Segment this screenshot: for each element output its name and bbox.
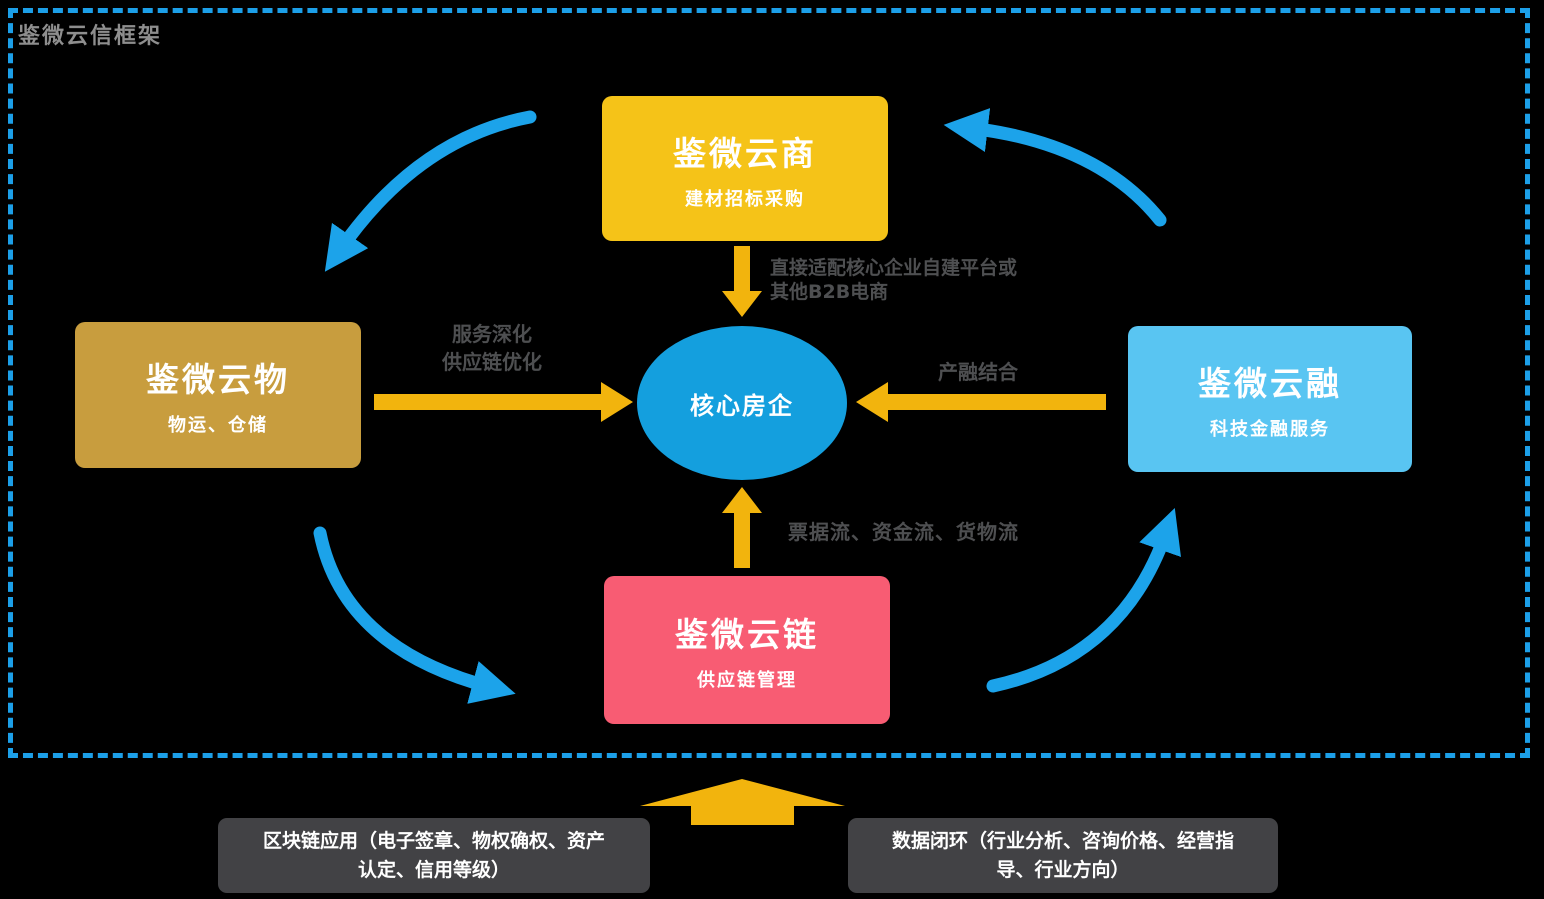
arrow-right-to-core <box>856 382 1106 422</box>
node-cloud-commerce-subtitle: 建材招标采购 <box>685 188 805 210</box>
cycle-arrow-bottom-left <box>313 526 516 704</box>
node-cloud-chain-subtitle: 供应链管理 <box>697 670 797 691</box>
node-cloud-chain-title: 鉴微云链 <box>675 615 819 654</box>
edge-label-top: 直接适配核心企业自建平台或 其他B2B电商 <box>770 257 1018 303</box>
cycle-arrow-top-left <box>324 110 537 272</box>
node-cloud-finance: 鉴微云融 科技金融服务 <box>1128 326 1412 472</box>
bottom-up-block-arrow <box>640 779 845 825</box>
edge-label-right: 产融结合 <box>938 360 1018 384</box>
edge-label-bottom: 票据流、资金流、货物流 <box>788 520 1019 544</box>
node-cloud-logistics-title: 鉴微云物 <box>146 360 290 399</box>
frame-title: 鉴微云信框架 <box>18 24 163 49</box>
cycle-arrow-top-right <box>943 108 1167 227</box>
arrow-top-to-core <box>722 246 762 317</box>
node-cloud-commerce: 鉴微云商 建材招标采购 <box>602 96 888 241</box>
node-core-enterprise: 核心房企 <box>637 326 847 480</box>
node-cloud-finance-title: 鉴微云融 <box>1198 364 1342 403</box>
cycle-arrow-bottom-right <box>986 507 1181 693</box>
node-cloud-logistics-subtitle: 物运、仓储 <box>168 415 268 436</box>
edge-label-left: 服务深化 供应链优化 <box>442 322 542 374</box>
arrow-bottom-to-core <box>722 487 762 568</box>
node-cloud-commerce-title: 鉴微云商 <box>673 133 817 173</box>
node-cloud-logistics: 鉴微云物 物运、仓储 <box>75 322 361 468</box>
note-blockchain: 区块链应用（电子签章、物权确权、资产 认定、信用等级） <box>218 818 650 893</box>
node-cloud-finance-subtitle: 科技金融服务 <box>1210 419 1330 440</box>
node-core-enterprise-title: 核心房企 <box>690 391 794 420</box>
framework-dashed-border <box>8 8 1530 758</box>
note-data-loop: 数据闭环（行业分析、咨询价格、经营指 导、行业方向） <box>848 818 1278 893</box>
arrow-left-to-core <box>374 382 633 422</box>
node-cloud-chain: 鉴微云链 供应链管理 <box>604 576 890 724</box>
